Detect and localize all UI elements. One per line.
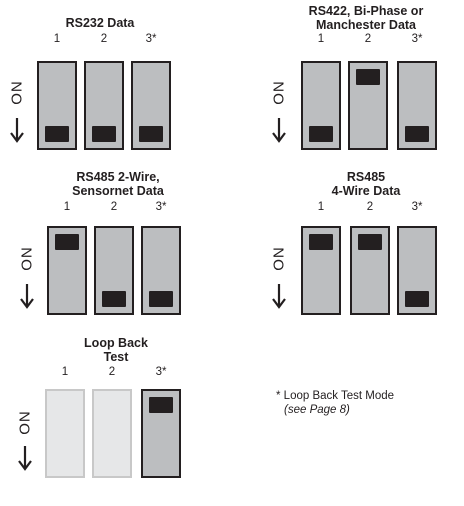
down-arrow-icon xyxy=(10,118,24,143)
dip-switch[interactable] xyxy=(84,61,124,150)
position-number: 3* xyxy=(145,33,157,45)
position-number: 1 xyxy=(317,33,325,45)
footnote: * Loop Back Test Mode (see Page 8) xyxy=(276,389,394,417)
switch-knob xyxy=(356,69,380,85)
dip-switch[interactable] xyxy=(301,226,341,315)
position-number: 2 xyxy=(108,366,116,378)
position-number: 3* xyxy=(411,201,423,213)
group-title: RS485 2-Wire,Sensornet Data xyxy=(18,170,218,198)
group-title-line: Test xyxy=(103,350,129,364)
dip-switch[interactable] xyxy=(397,226,437,315)
position-number: 2 xyxy=(100,33,108,45)
switch-knob xyxy=(45,126,69,142)
dip-switch[interactable] xyxy=(92,389,132,478)
switch-knob xyxy=(149,397,173,413)
switch-knob xyxy=(405,291,429,307)
dip-switch[interactable] xyxy=(141,389,181,478)
group-title-line: RS422, Bi-Phase or xyxy=(308,4,424,18)
group-title-line: Loop Back xyxy=(84,336,148,350)
footnote-line-2: (see Page 8) xyxy=(284,404,350,416)
switch-knob xyxy=(309,126,333,142)
position-number: 1 xyxy=(63,201,71,213)
switch-knob xyxy=(102,291,126,307)
dip-switch[interactable] xyxy=(94,226,134,315)
group-title-line: Sensornet Data xyxy=(72,184,164,198)
switch-knob xyxy=(55,234,79,250)
on-label: ON xyxy=(8,80,26,105)
dip-switch[interactable] xyxy=(141,226,181,315)
position-number: 1 xyxy=(53,33,61,45)
down-arrow-icon xyxy=(272,284,286,309)
switch-knob xyxy=(405,126,429,142)
on-label: ON xyxy=(16,410,34,435)
position-number: 1 xyxy=(61,366,69,378)
group-title-line: RS485 xyxy=(346,170,386,184)
dip-switch[interactable] xyxy=(348,61,388,150)
position-number: 2 xyxy=(110,201,118,213)
position-number: 3* xyxy=(411,33,423,45)
footnote-line-1: * Loop Back Test Mode xyxy=(276,390,395,402)
switch-knob xyxy=(92,126,116,142)
dip-switch[interactable] xyxy=(350,226,390,315)
dip-switch[interactable] xyxy=(301,61,341,150)
switch-knob xyxy=(358,234,382,250)
group-title-line: Manchester Data xyxy=(315,18,417,32)
position-number: 1 xyxy=(317,201,325,213)
position-number: 3* xyxy=(155,366,167,378)
group-title-line: 4-Wire Data xyxy=(331,184,401,198)
switch-knob xyxy=(309,234,333,250)
on-label: ON xyxy=(18,246,36,271)
on-label: ON xyxy=(270,80,288,105)
switch-knob xyxy=(139,126,163,142)
group-title-line: RS232 Data xyxy=(65,16,135,30)
position-number: 2 xyxy=(366,201,374,213)
dip-switch[interactable] xyxy=(131,61,171,150)
dip-switch[interactable] xyxy=(47,226,87,315)
down-arrow-icon xyxy=(20,284,34,309)
group-title: RS232 Data xyxy=(0,16,200,30)
dip-switch[interactable] xyxy=(37,61,77,150)
on-label: ON xyxy=(270,246,288,271)
switch-knob xyxy=(149,291,173,307)
group-title-line: RS485 2-Wire, xyxy=(76,170,160,184)
dip-switch[interactable] xyxy=(397,61,437,150)
dip-switch[interactable] xyxy=(45,389,85,478)
position-number: 2 xyxy=(364,33,372,45)
down-arrow-icon xyxy=(272,118,286,143)
position-number: 3* xyxy=(155,201,167,213)
down-arrow-icon xyxy=(18,446,32,471)
